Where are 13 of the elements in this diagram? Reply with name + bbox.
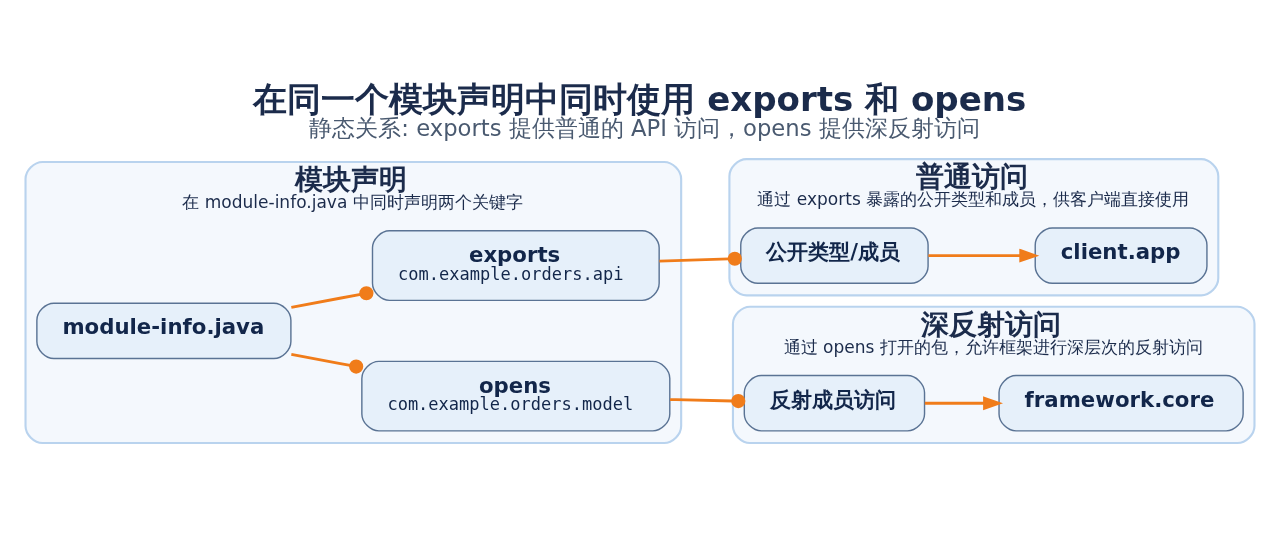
connector	[291, 352, 364, 374]
node-box: module-info.java	[36, 302, 292, 359]
node-box: exports com.example.orders.api	[371, 229, 660, 301]
node-box: 反射成员访问	[743, 374, 926, 432]
connector	[291, 285, 374, 309]
arrow	[924, 395, 1003, 410]
node-box: framework.core	[998, 374, 1244, 432]
arrow	[928, 248, 1040, 263]
connector	[659, 251, 742, 266]
connector	[670, 393, 746, 408]
node-box: client.app	[1034, 226, 1208, 284]
node-box: 公开类型/成员	[740, 226, 929, 284]
node-box: opens com.example.orders.model	[361, 360, 671, 432]
